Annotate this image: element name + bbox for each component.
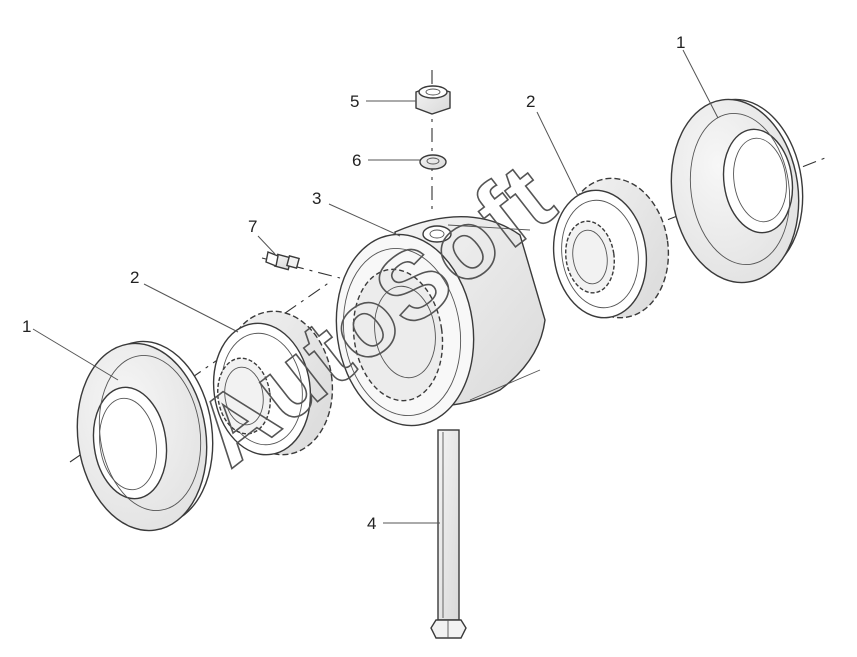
callout-5: 5 [350,92,359,111]
callout-7: 7 [248,217,257,236]
callout-1-left: 1 [22,317,31,336]
callout-2-left: 2 [130,268,139,287]
leader-lines [32,49,719,524]
hex-nut [415,85,451,115]
callout-labels: 1 1 2 2 3 4 5 6 7 [22,33,685,533]
thrust-ring-right [670,98,804,284]
grease-fitting [265,251,300,271]
thrust-ring-left [76,340,214,532]
callout-4: 4 [367,514,376,533]
long-bolt [430,429,467,639]
callout-1-right: 1 [676,33,685,52]
callout-2-right: 2 [526,92,535,111]
callout-3: 3 [312,189,321,208]
lock-washer [419,154,447,170]
differential-housing [335,216,546,427]
side-gear-left [212,310,334,456]
side-gear-right [552,177,670,319]
callout-6: 6 [352,151,361,170]
